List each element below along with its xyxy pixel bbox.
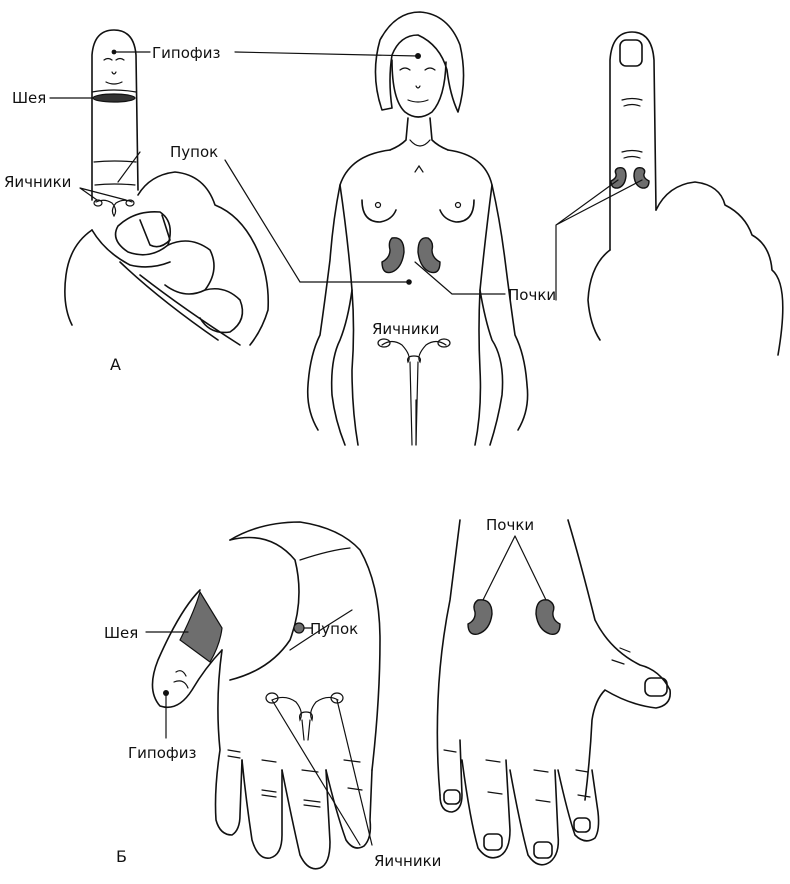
label-pituitary-top: Гипофиз bbox=[152, 44, 220, 62]
label-pituitary-palm: Гипофиз bbox=[128, 744, 196, 762]
label-kidneys-back: Почки bbox=[486, 516, 534, 534]
back-hand bbox=[436, 519, 672, 866]
finger-hand-left bbox=[64, 29, 270, 346]
label-kidneys-top: Почки bbox=[508, 286, 556, 304]
panel-a-letter: А bbox=[110, 355, 121, 374]
female-body bbox=[306, 11, 529, 446]
label-ovaries-finger: Яичники bbox=[4, 173, 71, 191]
label-navel-palm: Пупок bbox=[310, 620, 358, 638]
label-neck-palm: Шея bbox=[104, 624, 138, 642]
label-ovaries-body: Яичники bbox=[372, 320, 439, 338]
panel-b-leaders bbox=[145, 535, 547, 846]
panel-a-leaders bbox=[49, 51, 643, 301]
label-navel-top: Пупок bbox=[170, 143, 218, 161]
label-ovaries-palm: Яичники bbox=[374, 852, 441, 870]
label-neck-top: Шея bbox=[12, 89, 46, 107]
palm-hand bbox=[151, 521, 381, 870]
panel-b-letter: Б bbox=[116, 847, 127, 866]
